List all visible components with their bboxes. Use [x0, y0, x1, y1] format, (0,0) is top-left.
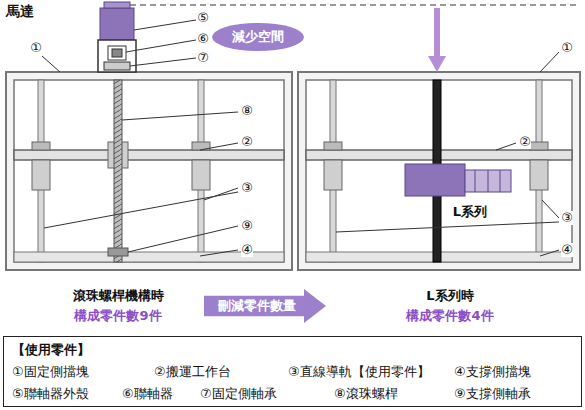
motor	[98, 2, 136, 72]
node-text: 減少空間	[232, 29, 284, 45]
support-bearing	[108, 248, 128, 256]
part-item: ⑥聯軸器	[122, 386, 173, 402]
callout-number: ③	[561, 211, 573, 225]
part-item: ③直線導軌【使用零件】	[288, 364, 430, 380]
caption-count: 構成零件數4件	[406, 309, 493, 323]
node-text: 刪減零件數量	[218, 298, 296, 314]
ball-screw-frame	[6, 72, 292, 270]
part-name: L系列	[453, 205, 487, 219]
callout-number: ①	[561, 41, 573, 55]
ellipse-outline	[212, 23, 304, 51]
caption-text: 滾珠螺桿機構時	[73, 289, 164, 303]
part-item: ④支撐側擋塊	[454, 364, 531, 380]
callout-number: ⑥	[197, 32, 209, 46]
part-item: ②搬運工作台	[154, 364, 231, 380]
reference-line	[130, 5, 580, 6]
l-series-frame	[298, 72, 580, 270]
callout-number: ④	[241, 243, 253, 257]
space-ellipse: 減少空間	[212, 23, 304, 51]
callout-number: ⑦	[197, 51, 209, 65]
part-item: ⑦固定側軸承	[200, 386, 277, 402]
caption-text: L系列時	[426, 289, 473, 303]
parts-list-box: 【使用零件】 ①固定側擋塊 ②搬運工作台 ③直線導軌【使用零件】 ④支撐側擋塊 ⑤聯軸器外…	[3, 336, 582, 407]
callout-number: ③	[241, 181, 253, 195]
part-name: 馬達	[6, 4, 34, 19]
leader-lines	[42, 20, 559, 256]
callout-number: ②	[241, 135, 253, 149]
callout-number: ①	[30, 41, 42, 55]
callout-number: ②	[519, 135, 531, 149]
ball-screw	[114, 80, 122, 262]
callout-number: ④	[561, 243, 573, 257]
callout-number: ⑨	[241, 219, 253, 233]
space-arrow	[428, 8, 446, 72]
part-item: ⑤聯軸器外殼	[12, 386, 89, 402]
caption-count: 構成零件數9件	[74, 309, 161, 323]
part-item: 【使用零件】	[12, 342, 90, 358]
arrow-outline	[204, 289, 326, 323]
callout-number: ⑤	[197, 11, 209, 25]
part-item: ⑧滾珠螺桿	[334, 386, 398, 402]
reduce-arrow: 刪減零件數量	[204, 289, 326, 323]
callout-number: ⑧	[241, 104, 253, 118]
l-series-actuator	[405, 164, 511, 196]
part-item: ①固定側擋塊	[12, 364, 89, 380]
part-item: ⑨支撐側軸承	[454, 386, 531, 402]
